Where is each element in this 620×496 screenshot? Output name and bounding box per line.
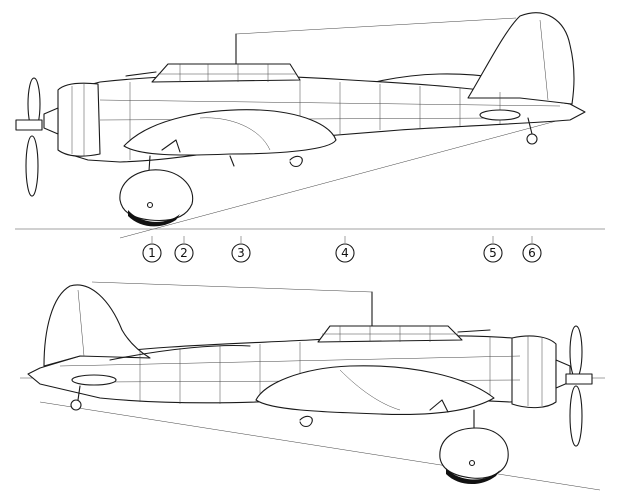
bottom-angle-line <box>39 401 601 491</box>
bottom-cowling <box>511 335 557 409</box>
top-antenna-wire <box>235 17 517 35</box>
bottom-antenna-wire <box>91 281 373 293</box>
top-angle-line <box>119 119 561 239</box>
callout-3: 3 <box>231 236 251 263</box>
top-cowling <box>57 82 101 157</box>
top-canopy <box>151 63 301 83</box>
top-prop-hub <box>15 119 43 131</box>
bottom-cowl-gun <box>457 329 491 333</box>
bottom-prop-hub <box>565 373 593 385</box>
top-fin <box>467 12 575 105</box>
top-prop-blade-down <box>25 135 39 197</box>
callout-4: 4 <box>335 236 355 263</box>
svg-text:5: 5 <box>489 246 497 260</box>
callout-5: 5 <box>483 236 503 263</box>
svg-text:3: 3 <box>237 246 245 260</box>
svg-text:1: 1 <box>148 246 156 260</box>
top-roundel <box>479 109 521 121</box>
svg-text:2: 2 <box>180 246 188 260</box>
bottom-stabilizer <box>109 344 251 361</box>
top-aircraft-profile <box>15 12 605 239</box>
bottom-wing <box>255 365 495 416</box>
top-rudder-hinge <box>539 19 549 101</box>
top-spinner <box>43 107 59 135</box>
callout-row: 1 2 3 4 5 6 <box>142 236 542 263</box>
callout-6: 6 <box>522 236 542 263</box>
svg-text:4: 4 <box>341 246 349 260</box>
top-cowl-gun <box>125 71 157 77</box>
top-wing-flap-line <box>199 117 271 151</box>
bottom-tyre <box>446 468 500 485</box>
callout-1: 1 <box>142 236 162 263</box>
bottom-prop-blade-down <box>569 385 583 447</box>
bottom-wheel-spat <box>439 427 509 479</box>
bottom-aircraft-profile <box>20 281 605 491</box>
top-dive-brake <box>161 139 181 153</box>
top-tail-wheel <box>526 133 538 145</box>
svg-text:6: 6 <box>528 246 536 260</box>
bottom-prop-blade-up <box>569 325 583 379</box>
bottom-roundel <box>71 374 117 386</box>
top-tyre <box>128 210 180 227</box>
bottom-dive-brake <box>429 399 449 413</box>
callout-2: 2 <box>174 236 194 263</box>
bottom-tail-wheel <box>70 399 82 411</box>
bottom-wing-flap-line <box>339 369 401 411</box>
bottom-fin <box>43 284 151 367</box>
